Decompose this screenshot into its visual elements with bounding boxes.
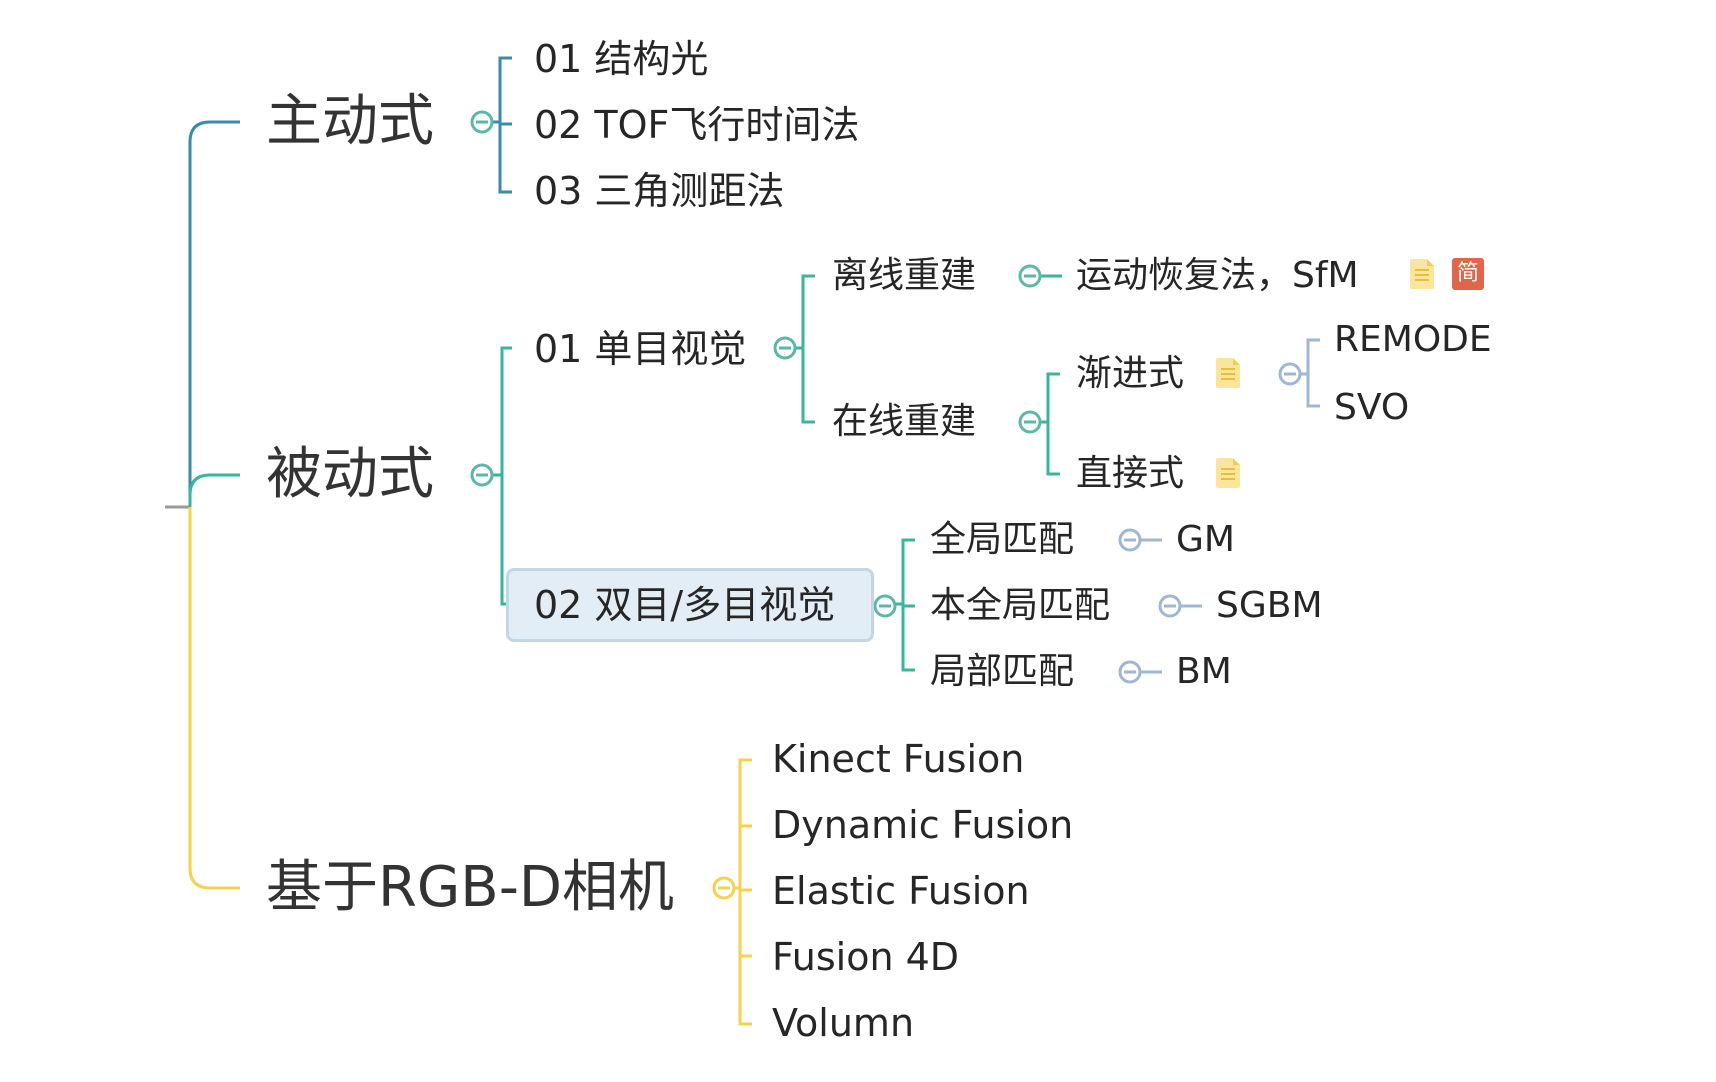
node-volumn[interactable]: Volumn bbox=[772, 1001, 915, 1045]
node-bm[interactable]: BM bbox=[1176, 651, 1232, 692]
node-tof[interactable]: 02 TOF飞行时间法 bbox=[534, 103, 860, 147]
node-structured-light[interactable]: 01 结构光 bbox=[534, 37, 709, 81]
collapse-toggle-icon[interactable] bbox=[1018, 410, 1042, 434]
connector-rgbd bbox=[188, 507, 240, 890]
node-triangulation[interactable]: 03 三角测距法 bbox=[534, 169, 785, 213]
node-direct[interactable]: 直接式 bbox=[1076, 453, 1185, 494]
node-online[interactable]: 在线重建 bbox=[832, 401, 977, 442]
collapse-toggle-icon[interactable] bbox=[1158, 594, 1182, 618]
node-stereo[interactable]: 02 双目/多目视觉 bbox=[534, 583, 836, 627]
node-offline[interactable]: 离线重建 bbox=[832, 255, 977, 296]
node-kinect-fusion[interactable]: Kinect Fusion bbox=[772, 737, 1025, 781]
collapse-toggle-icon[interactable] bbox=[470, 110, 494, 134]
branch-rgbd[interactable]: 基于RGB-D相机 bbox=[266, 855, 675, 920]
node-monocular[interactable]: 01 单目视觉 bbox=[534, 327, 747, 371]
note-icon[interactable] bbox=[1216, 358, 1240, 388]
collapse-toggle-icon[interactable] bbox=[1118, 528, 1142, 552]
node-dynamic-fusion[interactable]: Dynamic Fusion bbox=[772, 803, 1074, 847]
collapse-toggle-icon[interactable] bbox=[873, 594, 897, 618]
collapse-toggle-icon[interactable] bbox=[470, 463, 494, 487]
node-elastic-fusion[interactable]: Elastic Fusion bbox=[772, 869, 1030, 913]
node-remode[interactable]: REMODE bbox=[1334, 319, 1492, 360]
collapse-toggle-icon[interactable] bbox=[712, 876, 736, 900]
node-gm[interactable]: GM bbox=[1176, 519, 1235, 560]
node-sfm[interactable]: 运动恢复法，SfM bbox=[1076, 255, 1359, 296]
branch-active[interactable]: 主动式 bbox=[266, 89, 434, 154]
node-semi-global-match[interactable]: 本全局匹配 bbox=[930, 585, 1111, 626]
bracket-rgbd bbox=[738, 758, 752, 1026]
node-local-match[interactable]: 局部匹配 bbox=[930, 651, 1075, 692]
jian-label-icon[interactable]: 简 bbox=[1452, 258, 1484, 290]
node-svo[interactable]: SVO bbox=[1334, 387, 1410, 428]
connector-passive bbox=[188, 473, 240, 507]
node-global-match[interactable]: 全局匹配 bbox=[930, 519, 1075, 560]
bracket-online bbox=[1046, 372, 1060, 476]
bracket-progressive bbox=[1306, 338, 1320, 408]
node-sgbm[interactable]: SGBM bbox=[1216, 585, 1323, 626]
connector-active bbox=[188, 120, 240, 507]
bracket-passive bbox=[500, 346, 512, 606]
collapse-toggle-icon[interactable] bbox=[1118, 660, 1142, 684]
collapse-toggle-icon[interactable] bbox=[773, 336, 797, 360]
note-icon[interactable] bbox=[1216, 458, 1240, 488]
collapse-toggle-icon[interactable] bbox=[1018, 264, 1042, 288]
branch-passive[interactable]: 被动式 bbox=[266, 442, 434, 507]
bracket-mono bbox=[801, 274, 815, 424]
collapse-toggle-icon[interactable] bbox=[1278, 362, 1302, 386]
note-icon[interactable] bbox=[1410, 259, 1434, 289]
node-progressive[interactable]: 渐进式 bbox=[1076, 353, 1185, 394]
node-stereo-selected[interactable] bbox=[506, 568, 874, 642]
node-fusion-4d[interactable]: Fusion 4D bbox=[772, 935, 960, 979]
